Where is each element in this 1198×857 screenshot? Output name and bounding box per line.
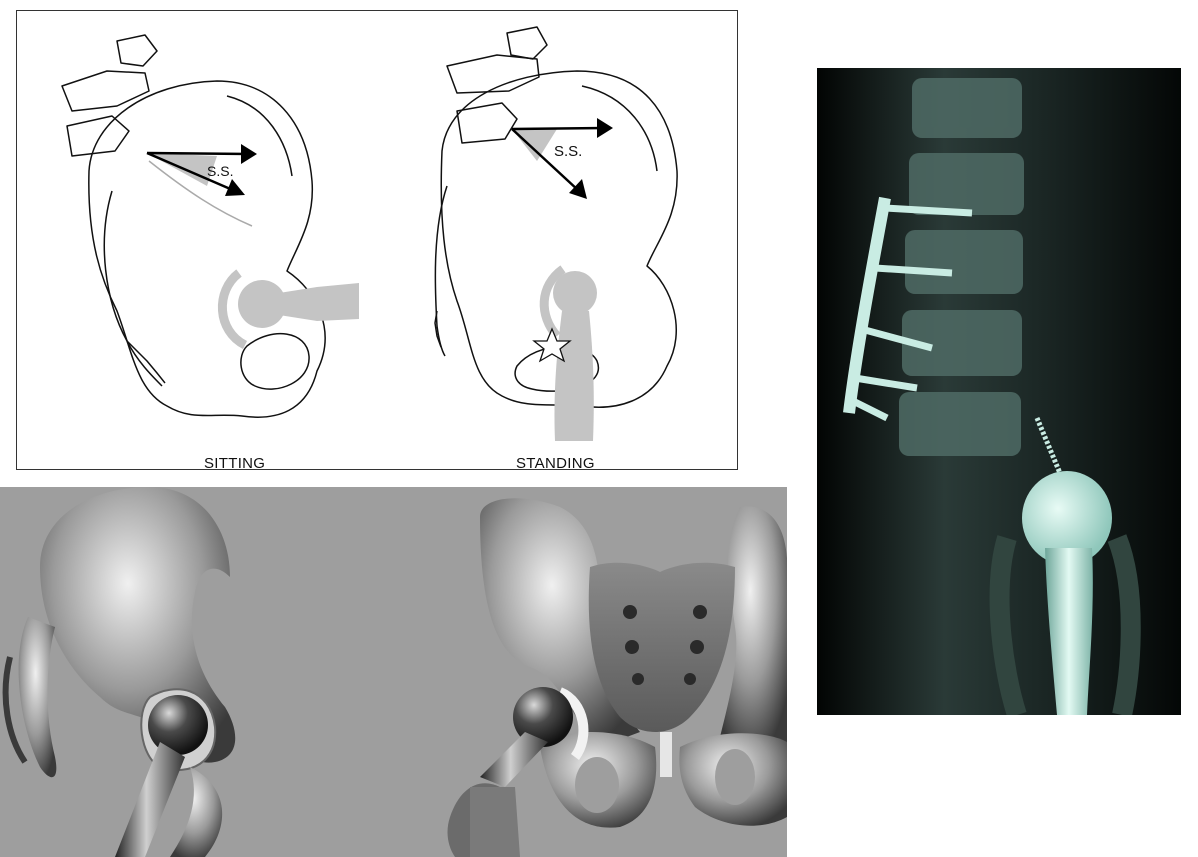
- xray-vertebrae: [899, 78, 1024, 456]
- pelvic-tilt-diagram: S.S. S.S. SITTING STANDING: [16, 10, 738, 470]
- standing-femoral-shaft: [554, 311, 593, 441]
- hip-implant-render-illustration: [0, 487, 787, 857]
- sitting-caption: SITTING: [204, 455, 265, 472]
- spine-hip-xray-illustration: [817, 68, 1181, 715]
- sitting-angle-label: S.S.: [207, 163, 233, 179]
- standing-caption: STANDING: [516, 455, 595, 472]
- hip-implant-renders: [0, 487, 787, 857]
- sitting-femoral-head: [238, 280, 286, 328]
- postop-xray: [817, 68, 1181, 715]
- standing-angle-label: S.S.: [554, 143, 582, 160]
- frontal-femoral-neck: [480, 732, 548, 787]
- lateral-femoral-head-implant: [148, 695, 208, 755]
- sitting-horizontal-arrow: [147, 153, 249, 154]
- standing-horizontal-arrow: [512, 128, 605, 129]
- sitting-femoral-neck: [279, 283, 359, 321]
- sitting-pelvis: [62, 35, 325, 417]
- standing-femoral-head: [553, 271, 597, 315]
- pelvic-tilt-illustration: S.S. S.S.: [17, 11, 739, 471]
